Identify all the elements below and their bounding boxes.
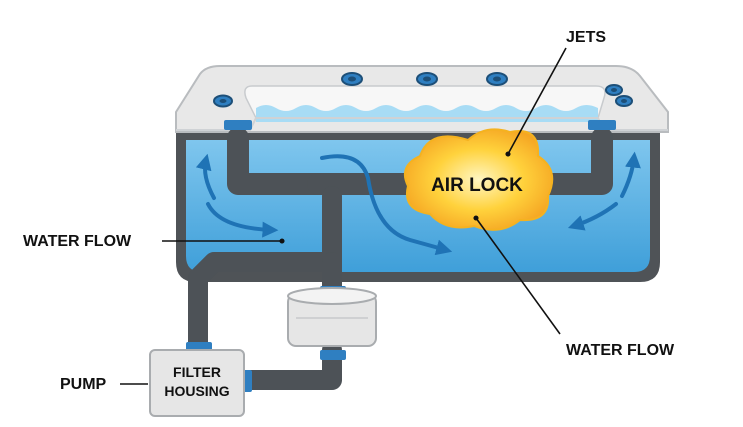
pump-discharge-pipe [240,340,342,390]
jet-nozzle-icon [615,95,633,107]
jet-nozzle-icon [416,72,438,86]
connector-icon [320,350,346,360]
suction-pipe [188,186,342,362]
filter-housing-label-line2: HOUSING [164,383,229,399]
flow-arrow-icon [567,202,618,231]
jet-nozzle-icon [213,94,233,108]
air-lock-bubble: AIR LOCK [404,128,554,231]
flow-arrow-icon [320,154,453,256]
tub-shell [175,65,669,133]
filter-canister [287,287,377,347]
flow-arrow-icon [620,151,641,198]
pump-label: PUMP [60,376,107,393]
jet-nozzle-icon [486,72,508,86]
connector-icon [224,120,252,130]
water-surface [256,105,598,122]
water-flow-left-label: WATER FLOW [23,233,132,250]
jets [213,72,633,108]
water-flow-right-label: WATER FLOW [566,342,675,359]
jet-nozzle-icon [605,84,623,96]
jets-label: JETS [566,29,606,46]
leader-lines [120,47,567,385]
filter-housing-box: FILTER HOUSING [149,349,245,417]
left-return-pipe [227,127,329,195]
flow-arrow-icon [206,202,279,238]
connector-icon [588,120,616,130]
jet-nozzle-icon [341,72,363,86]
water-flow-right-leader-line [473,215,561,335]
flow-arrows [195,151,641,256]
air-lock-label: AIR LOCK [431,175,523,196]
flow-arrow-icon [195,153,216,200]
jets-leader-line [505,47,567,157]
filter-housing-label-line1: FILTER [173,364,221,380]
